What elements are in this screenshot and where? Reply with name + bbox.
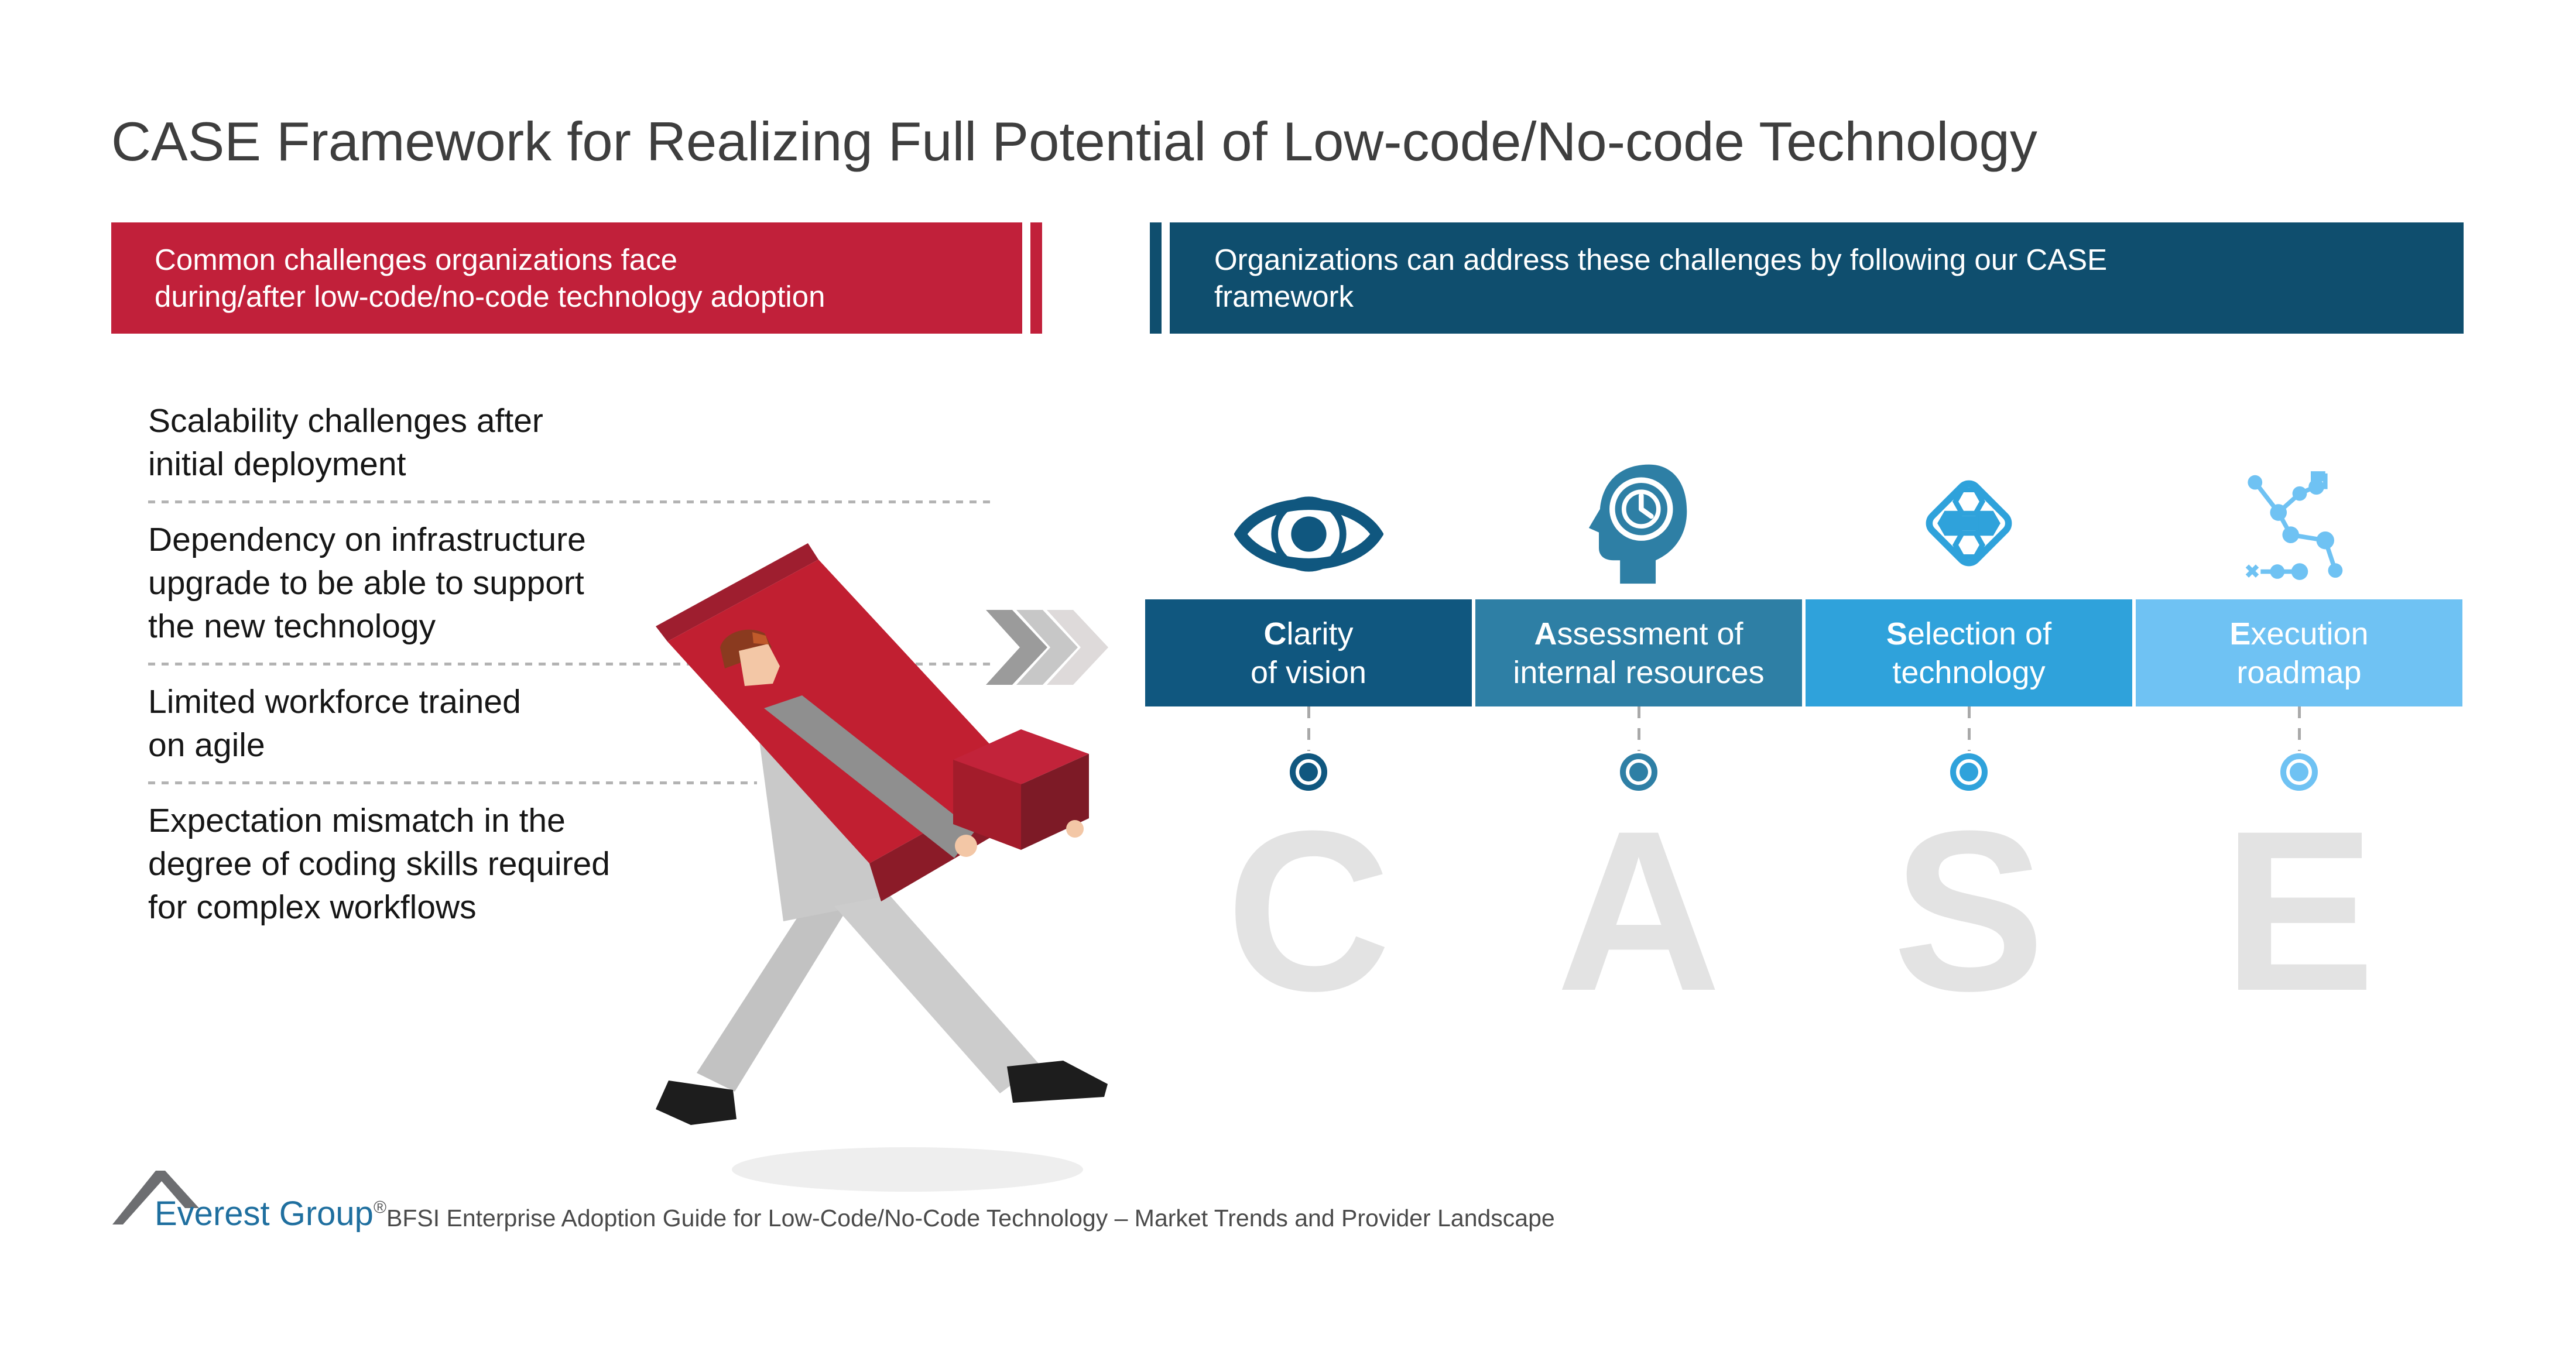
challenges-banner-text: Common challenges organizations face dur… xyxy=(155,243,825,313)
framework-step-label: Selection of technology xyxy=(1806,599,2132,706)
step-connector-line xyxy=(1637,706,1640,751)
step-marker-icon xyxy=(1620,753,1657,791)
framework-banner-text: Organizations can address these challeng… xyxy=(1214,243,2108,313)
step-marker-icon xyxy=(1290,753,1327,791)
registered-mark: ® xyxy=(373,1198,387,1217)
case-letter: C xyxy=(1226,783,1391,1038)
challenge-separator xyxy=(148,663,995,666)
chevrons-right-icon xyxy=(986,610,1108,685)
worker-carrying-boxes-illustration xyxy=(656,543,1108,1192)
case-letter: S xyxy=(1892,783,2046,1038)
step-connector-line xyxy=(1967,706,1971,751)
page-title: CASE Framework for Realizing Full Potent… xyxy=(111,111,2037,172)
challenge-separator xyxy=(148,781,757,784)
source-text: BFSI Enterprise Adoption Guide for Low-C… xyxy=(386,1205,1555,1232)
challenge-separator xyxy=(148,500,995,503)
challenge-item: Scalability challenges after initial dep… xyxy=(148,402,543,483)
everest-mountain-icon xyxy=(112,1171,199,1224)
eye-icon xyxy=(1234,460,1383,599)
shadow-ellipse xyxy=(732,1147,1083,1192)
step-connector-line xyxy=(2297,706,2301,751)
step-marker-icon xyxy=(2280,753,2318,791)
everest-group-logo-text: Everest Group xyxy=(155,1195,374,1233)
head-clock-icon xyxy=(1582,460,1696,599)
challenge-item: Limited workforce trained on agile xyxy=(148,683,521,764)
framework-step-label: Execution roadmap xyxy=(2136,599,2462,706)
challenge-item: Expectation mismatch in the degree of co… xyxy=(148,802,610,926)
challenges-banner-accent-bar xyxy=(1030,222,1042,334)
case-letter: A xyxy=(1556,783,1721,1038)
step-marker-icon xyxy=(1950,753,1988,791)
challenge-item: Dependency on infrastructure upgrade to … xyxy=(148,521,586,645)
framework-banner: Organizations can address these challeng… xyxy=(1170,222,2464,334)
framework-banner-accent-bar xyxy=(1150,222,1162,334)
roadmap-icon xyxy=(2241,460,2358,599)
case-letter: E xyxy=(2222,783,2376,1038)
framework-step-label: Assessment of internal resources xyxy=(1475,599,1802,706)
everest-group-logo: Everest Group® xyxy=(155,1194,386,1233)
framework-step-label: Clarity of vision xyxy=(1145,599,1472,706)
challenges-banner: Common challenges organizations face dur… xyxy=(111,222,1022,334)
hexagons-icon xyxy=(1913,460,2025,599)
step-connector-line xyxy=(1307,706,1310,751)
challenges-list: Scalability challenges after initial dep… xyxy=(148,399,1003,929)
